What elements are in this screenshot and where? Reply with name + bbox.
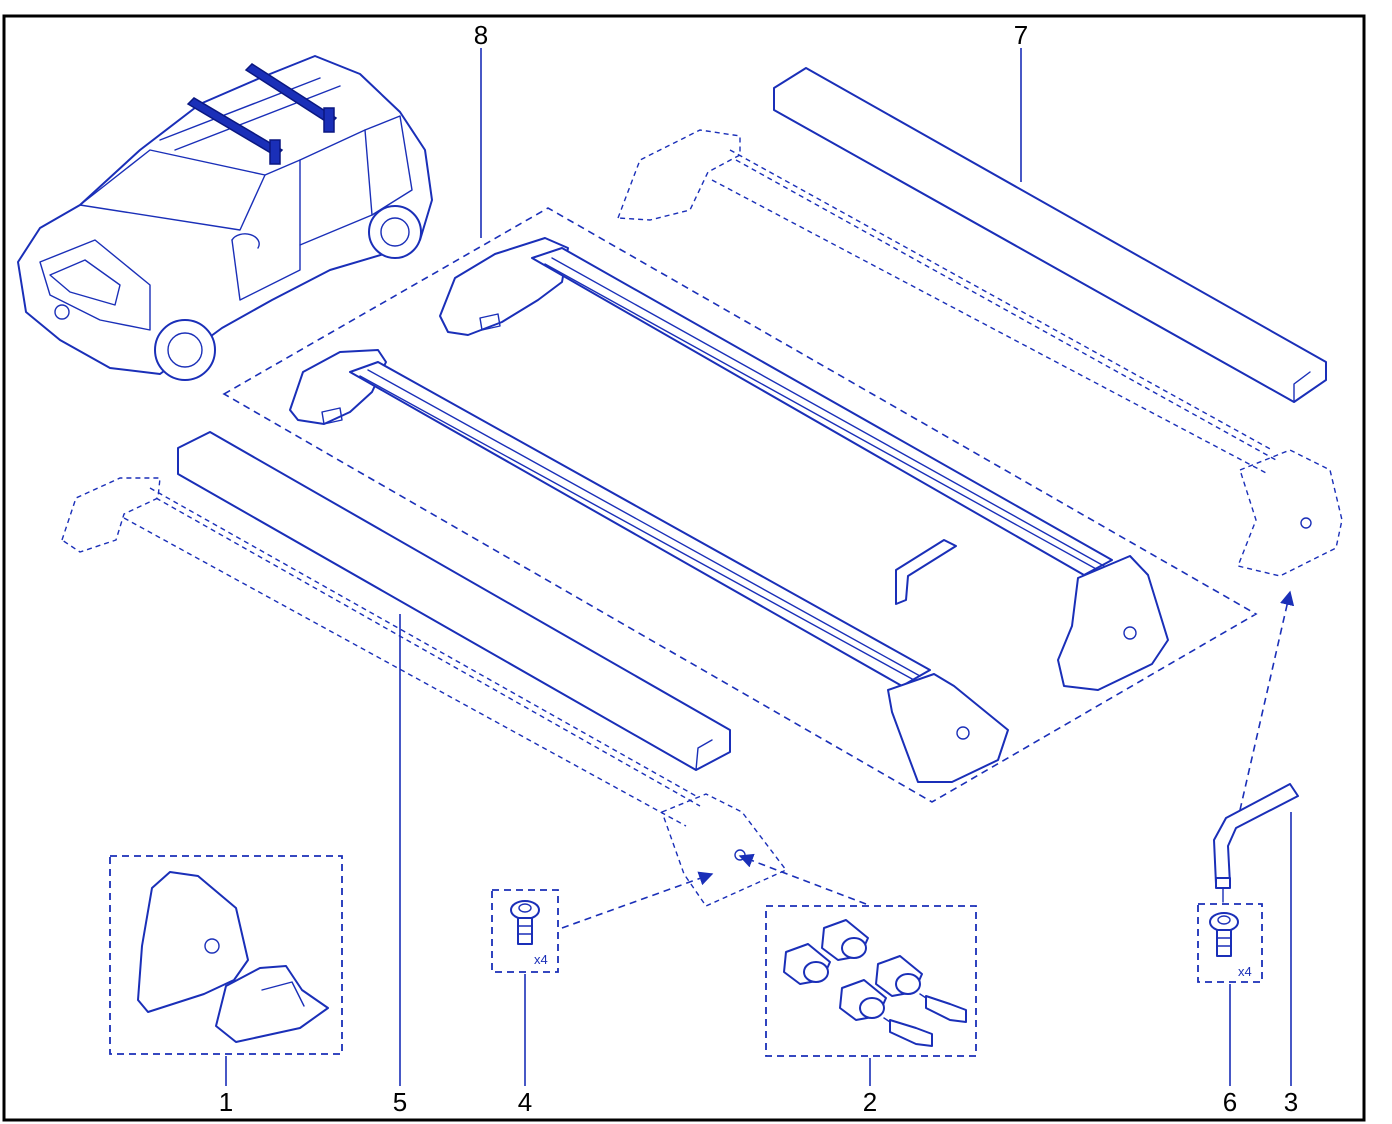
callout-7: 7 [1014, 20, 1028, 50]
callout-6: 6 [1223, 1087, 1237, 1117]
screw-set-box-left [491, 889, 559, 973]
right-roof-rail-cover [773, 67, 1327, 403]
keys [883, 993, 967, 1047]
callout-2: 2 [863, 1087, 877, 1117]
screw-quantity-left: x4 [534, 952, 548, 967]
screw-left [510, 900, 540, 945]
allen-key [1213, 783, 1299, 903]
left-roof-rail-cover [177, 431, 731, 771]
callout-3: 3 [1284, 1087, 1298, 1117]
screw-right [1209, 912, 1239, 957]
end-cap-kit-box [109, 855, 343, 1055]
callout-8: 8 [474, 20, 488, 50]
car-illustration [17, 55, 433, 381]
rear-roof-bar [439, 237, 1169, 691]
right-roof-rail-ghost [617, 129, 1343, 577]
arrow-lock-to-foot [738, 853, 867, 905]
lock-cylinders [783, 919, 923, 1021]
allen-key-inside-group [895, 539, 957, 605]
end-cap-parts [137, 871, 329, 1043]
callout-1: 1 [219, 1087, 233, 1117]
callout-4: 4 [518, 1087, 532, 1117]
front-roof-bar [289, 349, 1009, 783]
callout-5: 5 [393, 1087, 407, 1117]
screw-quantity-right: x4 [1238, 964, 1252, 979]
arrow-key-to-rail [1239, 590, 1295, 811]
arrow-screw-to-foot [561, 871, 714, 929]
bar-assembly-group-outline [222, 207, 1258, 803]
screw-set-box-right [1197, 903, 1263, 983]
diagram-frame [2, 14, 1366, 1122]
